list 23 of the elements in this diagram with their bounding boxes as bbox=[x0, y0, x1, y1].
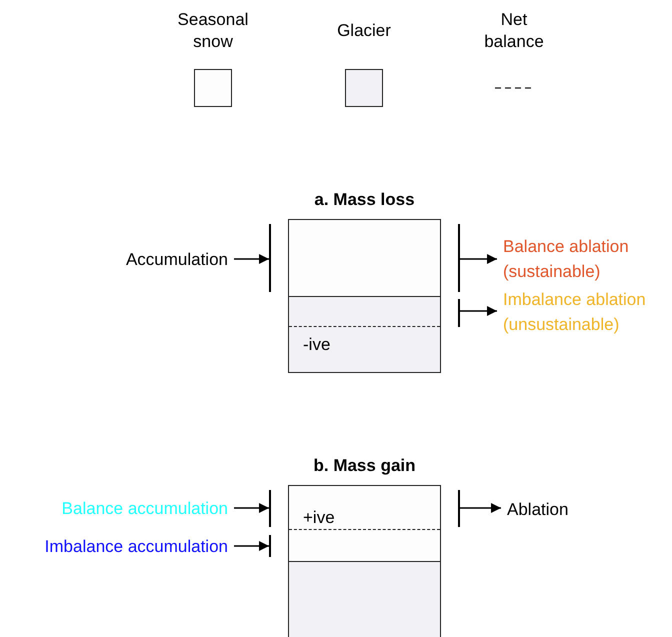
flux-label: Imbalance ablation (unsustainable) bbox=[503, 287, 669, 337]
legend-label: Net balance bbox=[483, 9, 545, 53]
arrow bbox=[460, 503, 501, 513]
arrow bbox=[234, 541, 269, 551]
glacier-layer bbox=[288, 296, 441, 373]
balance-sign: -ive bbox=[303, 335, 330, 355]
flux-label: Accumulation bbox=[100, 247, 228, 271]
balance-sign: +ive bbox=[303, 508, 335, 528]
panel-title: b. Mass gain bbox=[312, 455, 417, 477]
legend-label: Glacier bbox=[337, 20, 391, 42]
arrow bbox=[234, 254, 269, 264]
flux-label: Imbalance accumulation bbox=[0, 534, 228, 558]
seasonal-snow-layer bbox=[288, 485, 441, 562]
arrow bbox=[234, 503, 269, 513]
flux-label: Balance accumulation bbox=[10, 496, 228, 520]
glacier-layer bbox=[288, 561, 441, 637]
arrow bbox=[460, 254, 497, 264]
panel-title: a. Mass loss bbox=[313, 189, 416, 211]
arrow bbox=[460, 306, 497, 316]
legend-label: Seasonal snow bbox=[176, 9, 250, 53]
flux-label: Balance ablation (sustainable) bbox=[503, 234, 663, 284]
flux-label: Ablation bbox=[507, 497, 587, 521]
seasonal-snow-layer bbox=[288, 219, 441, 297]
